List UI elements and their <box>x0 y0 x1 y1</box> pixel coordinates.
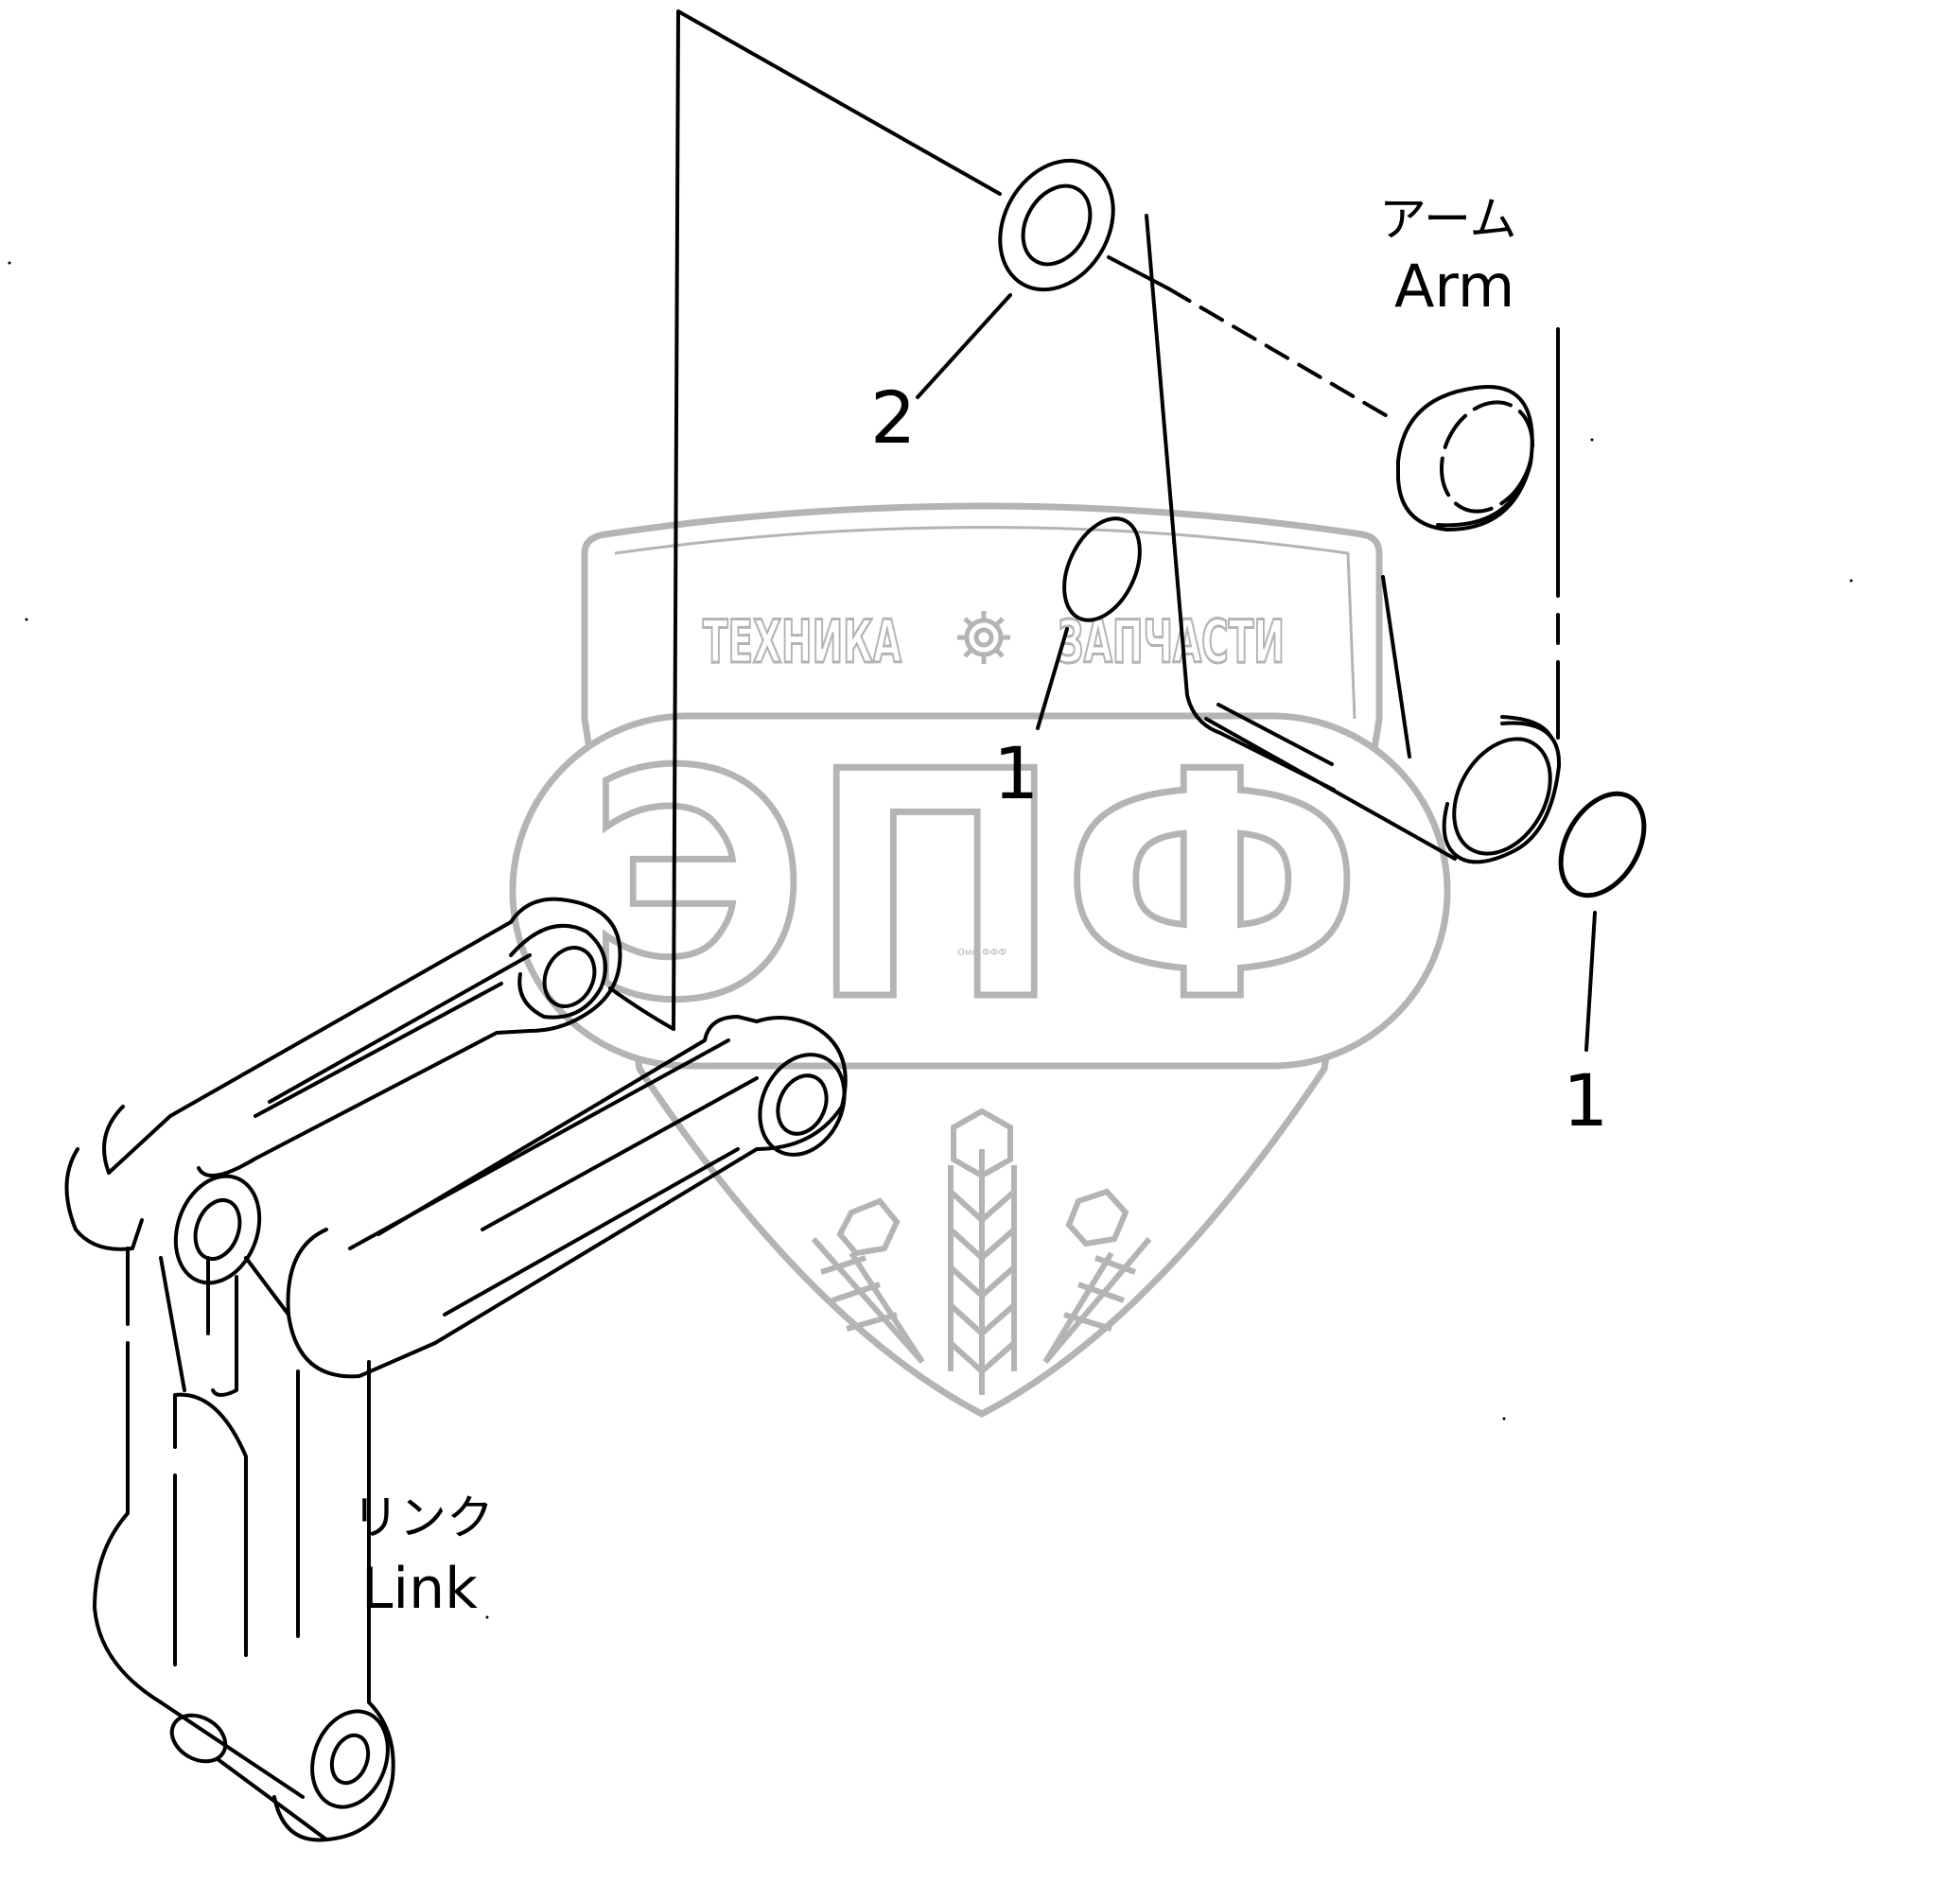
watermark-logo-text: ЭПФ <box>586 706 1362 1069</box>
alignment-line-link-bore <box>608 986 675 1031</box>
arm-label-english: Arm <box>1394 252 1515 321</box>
arm-boss-lower <box>1442 715 1562 864</box>
alignment-line-upper <box>672 9 1002 1031</box>
arm-label-japanese: アーム <box>1379 192 1517 247</box>
link-assembly <box>64 897 848 1842</box>
leader-line-1-right <box>1584 911 1597 1052</box>
arm-boss-upper <box>1396 385 1535 532</box>
watermark-top-left: ТЕХНИКА <box>703 607 901 676</box>
alignment-line-right <box>1145 214 1457 861</box>
watermark-shield-outline <box>581 502 1383 1418</box>
watermark-small-text: Oмм ФФФ <box>957 948 1006 958</box>
link-label-english: Link <box>361 1556 478 1622</box>
scan-dots <box>8 261 1853 1619</box>
o-ring-part-1-center <box>1062 516 1142 622</box>
gear-icon <box>957 611 1010 664</box>
callout-1-right: 1 <box>1563 1058 1609 1142</box>
link-label-japanese: リンク <box>352 1491 494 1545</box>
watermark-shield-inner <box>614 526 1356 720</box>
leader-line-2 <box>916 293 1012 399</box>
axis-line-dashed <box>1107 255 1170 290</box>
wheat-icon <box>811 1107 1152 1395</box>
shim-part-2 <box>998 158 1115 292</box>
o-ring-part-1-right <box>1558 791 1647 898</box>
callout-1-center: 1 <box>993 731 1040 815</box>
callout-2: 2 <box>870 375 917 460</box>
leader-line-1-center <box>1036 627 1069 730</box>
watermark-banner <box>509 712 1451 1070</box>
